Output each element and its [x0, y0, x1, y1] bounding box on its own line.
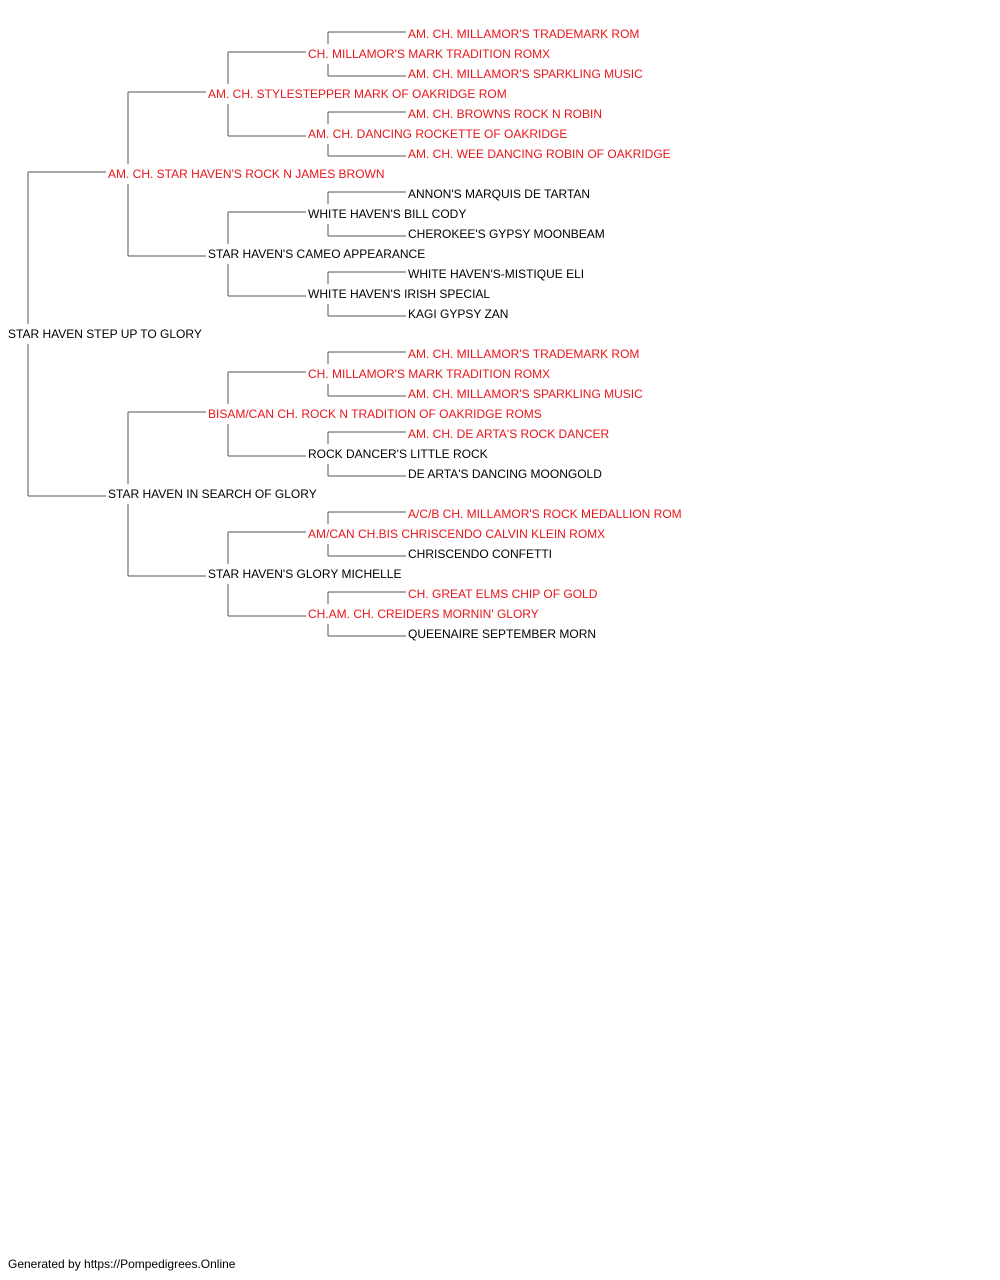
pedigree-subject-sire-sire: AM. CH. STYLESTEPPER MARK OF OAKRIDGE RO…: [208, 87, 507, 101]
pedigree-subject-dam-dam-dam-dam: QUEENAIRE SEPTEMBER MORN: [408, 627, 596, 641]
pedigree-subject-sire-sire-sire: CH. MILLAMOR'S MARK TRADITION ROMX: [308, 47, 550, 61]
pedigree-subject-sire-sire-sire-dam: AM. CH. MILLAMOR'S SPARKLING MUSIC: [408, 67, 643, 81]
pedigree-subject-sire-dam-dam: WHITE HAVEN'S IRISH SPECIAL: [308, 287, 490, 301]
pedigree-subject-dam-sire-sire-dam: AM. CH. MILLAMOR'S SPARKLING MUSIC: [408, 387, 643, 401]
pedigree-subject-sire-sire-dam: AM. CH. DANCING ROCKETTE OF OAKRIDGE: [308, 127, 567, 141]
pedigree-subject-dam-dam-sire-dam: CHRISCENDO CONFETTI: [408, 547, 552, 561]
pedigree-subject: STAR HAVEN STEP UP TO GLORY: [8, 327, 202, 341]
pedigree-subject-sire-sire-dam-sire: AM. CH. BROWNS ROCK N ROBIN: [408, 107, 602, 121]
pedigree-subject-dam-dam-sire-sire: A/C/B CH. MILLAMOR'S ROCK MEDALLION ROM: [408, 507, 682, 521]
pedigree-subject-sire-sire-dam-dam: AM. CH. WEE DANCING ROBIN OF OAKRIDGE: [408, 147, 671, 161]
pedigree-subject-sire-dam-sire: WHITE HAVEN'S BILL CODY: [308, 207, 466, 221]
pedigree-subject-dam-sire-dam: ROCK DANCER'S LITTLE ROCK: [308, 447, 488, 461]
pedigree-subject-dam-sire-dam-dam: DE ARTA'S DANCING MOONGOLD: [408, 467, 602, 481]
pedigree-subject-dam-dam-dam: CH.AM. CH. CREIDERS MORNIN' GLORY: [308, 607, 539, 621]
pedigree-subject-sire-dam-dam-dam: KAGI GYPSY ZAN: [408, 307, 508, 321]
pedigree-subject-dam-sire: BISAM/CAN CH. ROCK N TRADITION OF OAKRID…: [208, 407, 542, 421]
pedigree-subject-sire-sire-sire-sire: AM. CH. MILLAMOR'S TRADEMARK ROM: [408, 27, 639, 41]
pedigree-subject-sire-dam: STAR HAVEN'S CAMEO APPEARANCE: [208, 247, 425, 261]
pedigree-subject-dam-dam-sire: AM/CAN CH.BIS CHRISCENDO CALVIN KLEIN RO…: [308, 527, 605, 541]
pedigree-subject-dam-sire-dam-sire: AM. CH. DE ARTA'S ROCK DANCER: [408, 427, 610, 441]
pedigree-subject-sire-dam-sire-dam: CHEROKEE'S GYPSY MOONBEAM: [408, 227, 605, 241]
pedigree-subject-dam-sire-sire-sire: AM. CH. MILLAMOR'S TRADEMARK ROM: [408, 347, 639, 361]
pedigree-subject-dam-dam: STAR HAVEN'S GLORY MICHELLE: [208, 567, 401, 581]
footer-credit: Generated by https://Pompedigrees.Online: [8, 1257, 236, 1271]
pedigree-subject-sire-dam-sire-sire: ANNON'S MARQUIS DE TARTAN: [408, 187, 590, 201]
pedigree-subject-dam-dam-dam-sire: CH. GREAT ELMS CHIP OF GOLD: [408, 587, 598, 601]
pedigree-subject-dam: STAR HAVEN IN SEARCH OF GLORY: [108, 487, 317, 501]
pedigree-subject-sire-dam-dam-sire: WHITE HAVEN'S-MISTIQUE ELI: [408, 267, 584, 281]
pedigree-subject-sire: AM. CH. STAR HAVEN'S ROCK N JAMES BROWN: [108, 167, 385, 181]
pedigree-subject-dam-sire-sire: CH. MILLAMOR'S MARK TRADITION ROMX: [308, 367, 550, 381]
